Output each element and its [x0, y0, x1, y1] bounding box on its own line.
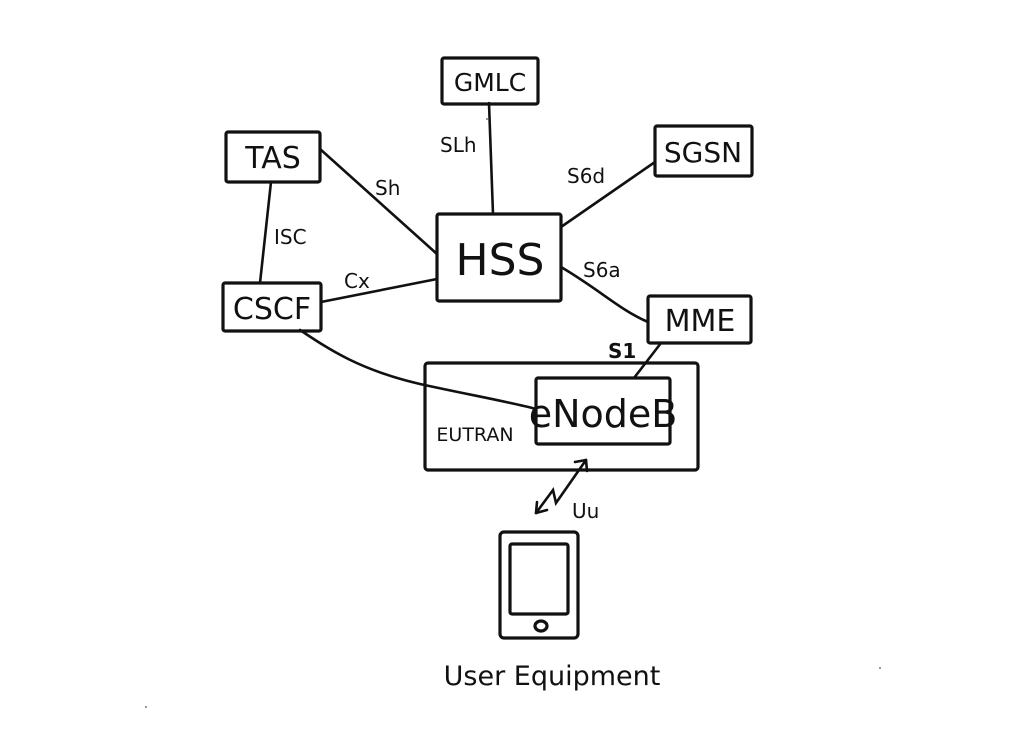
edge-label-isc: ISC	[274, 225, 307, 249]
tas-label: TAS	[244, 141, 301, 176]
tas-box	[224, 130, 322, 184]
cscf-label: CSCF	[233, 292, 311, 327]
eutran-group-box	[423, 361, 700, 472]
edge-gmlc-hss	[487, 101, 495, 216]
edge-label-s6a: S6a	[583, 258, 621, 282]
mme-box	[646, 294, 753, 345]
cscf-box	[221, 281, 323, 333]
edge-tas-hss	[318, 147, 439, 256]
edge-label-cx: Cx	[344, 269, 370, 293]
sgsn-box	[653, 124, 754, 178]
edge-label-sh: Sh	[375, 176, 400, 200]
speck	[145, 706, 147, 708]
edge-mme-enodeb	[632, 341, 663, 380]
gmlc-box	[440, 56, 540, 106]
tablet-phone-icon	[498, 530, 580, 640]
enodeb-box	[534, 376, 672, 446]
edge-label-uu: Uu	[572, 499, 599, 523]
enodeb-label: eNodeB	[529, 392, 678, 436]
hss-box	[435, 212, 563, 303]
gmlc-label: GMLC	[454, 68, 526, 97]
edge-label-s1: S1	[608, 339, 636, 363]
edge-cscf-enodeb	[298, 328, 538, 411]
sgsn-label: SGSN	[664, 136, 742, 169]
eutran-label: EUTRAN	[436, 424, 513, 446]
edge-label-s6d: S6d	[567, 164, 605, 188]
hss-label: HSS	[456, 235, 545, 286]
edge-tas-cscf	[258, 180, 273, 285]
mme-label: MME	[665, 304, 736, 339]
user-equipment-label: User Equipment	[444, 661, 661, 692]
edge-cscf-hss	[319, 277, 439, 304]
edge-label-slh: SLh	[440, 133, 477, 157]
speck	[879, 667, 881, 669]
edge-hss-mme	[559, 265, 650, 324]
speck	[486, 118, 488, 120]
edge-sgsn-hss	[559, 160, 657, 229]
radio-link-icon	[534, 458, 589, 515]
